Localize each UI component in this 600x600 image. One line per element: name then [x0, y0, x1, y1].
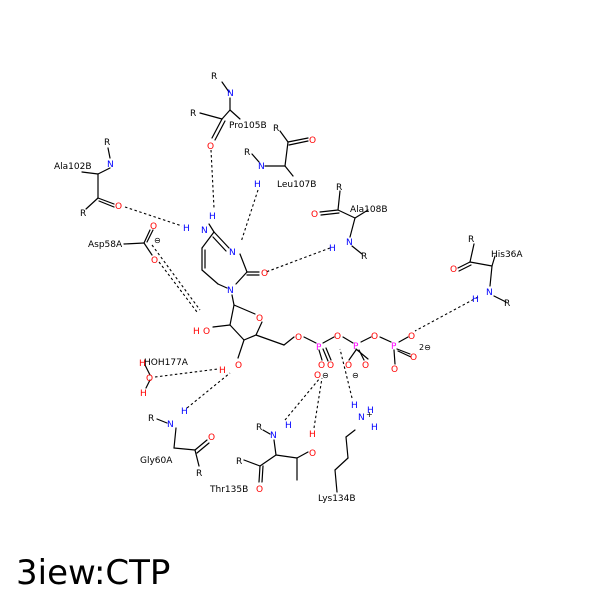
residue-label-hoh177a: HOH177A — [144, 358, 189, 368]
atom-o: O — [362, 361, 369, 371]
atom-p: P — [316, 343, 322, 353]
atom-r: R — [80, 209, 86, 219]
atom-h: H — [219, 366, 226, 376]
atom-o: O — [391, 365, 398, 375]
atom-n: N — [346, 238, 353, 248]
atom-n: N — [201, 226, 208, 236]
atom-h: H — [181, 407, 188, 417]
residue-label-ala108b: Ala108B — [350, 205, 388, 215]
atom-o: O — [295, 333, 302, 343]
atom-o: O — [115, 202, 122, 212]
atom-r: R — [244, 148, 250, 158]
residue-label-asp58a: Asp58A — [88, 240, 123, 250]
atom-h: H — [140, 389, 147, 399]
atom-p: P — [391, 342, 397, 352]
atom-n-plus: N — [358, 413, 365, 423]
charge-plus: + — [366, 410, 373, 419]
atom-n: N — [107, 160, 114, 170]
residue-label-ala102b: Ala102B — [54, 162, 92, 172]
residue-label-leu107b: Leu107B — [277, 180, 316, 190]
atom-n: N — [486, 288, 493, 298]
atom-h: H — [309, 430, 316, 440]
atom-o: O — [309, 136, 316, 146]
atom-r: R — [236, 457, 242, 467]
atom-o: O — [150, 222, 157, 232]
bonds — [81, 81, 507, 493]
atom-h: H — [193, 327, 200, 337]
atom-h: H — [254, 180, 261, 190]
charge-minus: ⊖ — [322, 371, 329, 380]
atom-o: O — [208, 433, 215, 443]
atom-n: N — [270, 431, 277, 441]
atom-o: O — [261, 269, 268, 279]
atom-r: R — [104, 138, 110, 148]
residue-label-his36a: His36A — [491, 250, 523, 260]
atom-n: N — [229, 248, 236, 258]
atom-r: R — [256, 423, 262, 433]
residue-label-thr135b: Thr135B — [209, 485, 248, 495]
atom-h: H — [367, 406, 374, 416]
atom-o: O — [256, 314, 263, 324]
atom-n: N — [167, 420, 174, 430]
diagram-title: 3iew:CTP — [16, 553, 170, 593]
residue-label-gly60a: Gly60A — [140, 456, 173, 466]
atom-o: O — [334, 332, 341, 342]
atom-h: H — [209, 212, 216, 222]
atom-o: O — [450, 265, 457, 275]
charge-2minus: 2⊖ — [419, 343, 431, 352]
atom-o: O — [318, 361, 325, 371]
atom-o: O — [207, 142, 214, 152]
atom-o: O — [408, 332, 415, 342]
atom-o: O — [371, 332, 378, 342]
atom-h: H — [351, 401, 358, 411]
atom-r: R — [361, 252, 367, 262]
atom-r: R — [190, 109, 196, 119]
atom-o: O — [146, 374, 153, 384]
atom-o: O — [203, 327, 210, 337]
atom-o: O — [235, 361, 242, 371]
atom-o: O — [311, 210, 318, 220]
atom-r: R — [196, 469, 202, 479]
atom-o: O — [151, 256, 158, 266]
atoms: R N R O R N H R O R N R O R O N H R O ⊖ … — [80, 72, 510, 495]
atom-o: O — [345, 361, 352, 371]
atom-n: N — [227, 89, 234, 99]
atom-o: O — [327, 361, 334, 371]
atom-h: H — [371, 423, 378, 433]
atom-o: O — [309, 449, 316, 459]
atom-o: O — [314, 371, 321, 381]
atom-r: R — [336, 183, 342, 193]
charge-minus: ⊖ — [154, 236, 161, 245]
residue-label-pro105b: Pro105B — [229, 121, 267, 131]
atom-o: O — [256, 485, 263, 495]
atom-r: R — [273, 124, 279, 134]
atom-n: N — [258, 162, 265, 172]
residue-labels: Pro105B Leu107B Ala102B Ala108B Asp58A H… — [54, 121, 523, 504]
charge-minus: ⊖ — [352, 371, 359, 380]
atom-n: N — [227, 286, 234, 296]
atom-r: R — [468, 235, 474, 245]
atom-h: H — [285, 421, 292, 431]
atom-r: R — [148, 414, 154, 424]
residue-label-lys134b: Lys134B — [318, 494, 356, 504]
atom-h: H — [329, 244, 336, 254]
atom-r: R — [504, 299, 510, 309]
atom-r: R — [211, 72, 217, 82]
atom-p: P — [353, 342, 359, 352]
atom-h: H — [472, 295, 479, 305]
hydrogen-bonds — [124, 149, 479, 429]
atom-h: H — [183, 224, 190, 234]
atom-h: H — [139, 359, 146, 369]
atom-o: O — [410, 353, 417, 363]
